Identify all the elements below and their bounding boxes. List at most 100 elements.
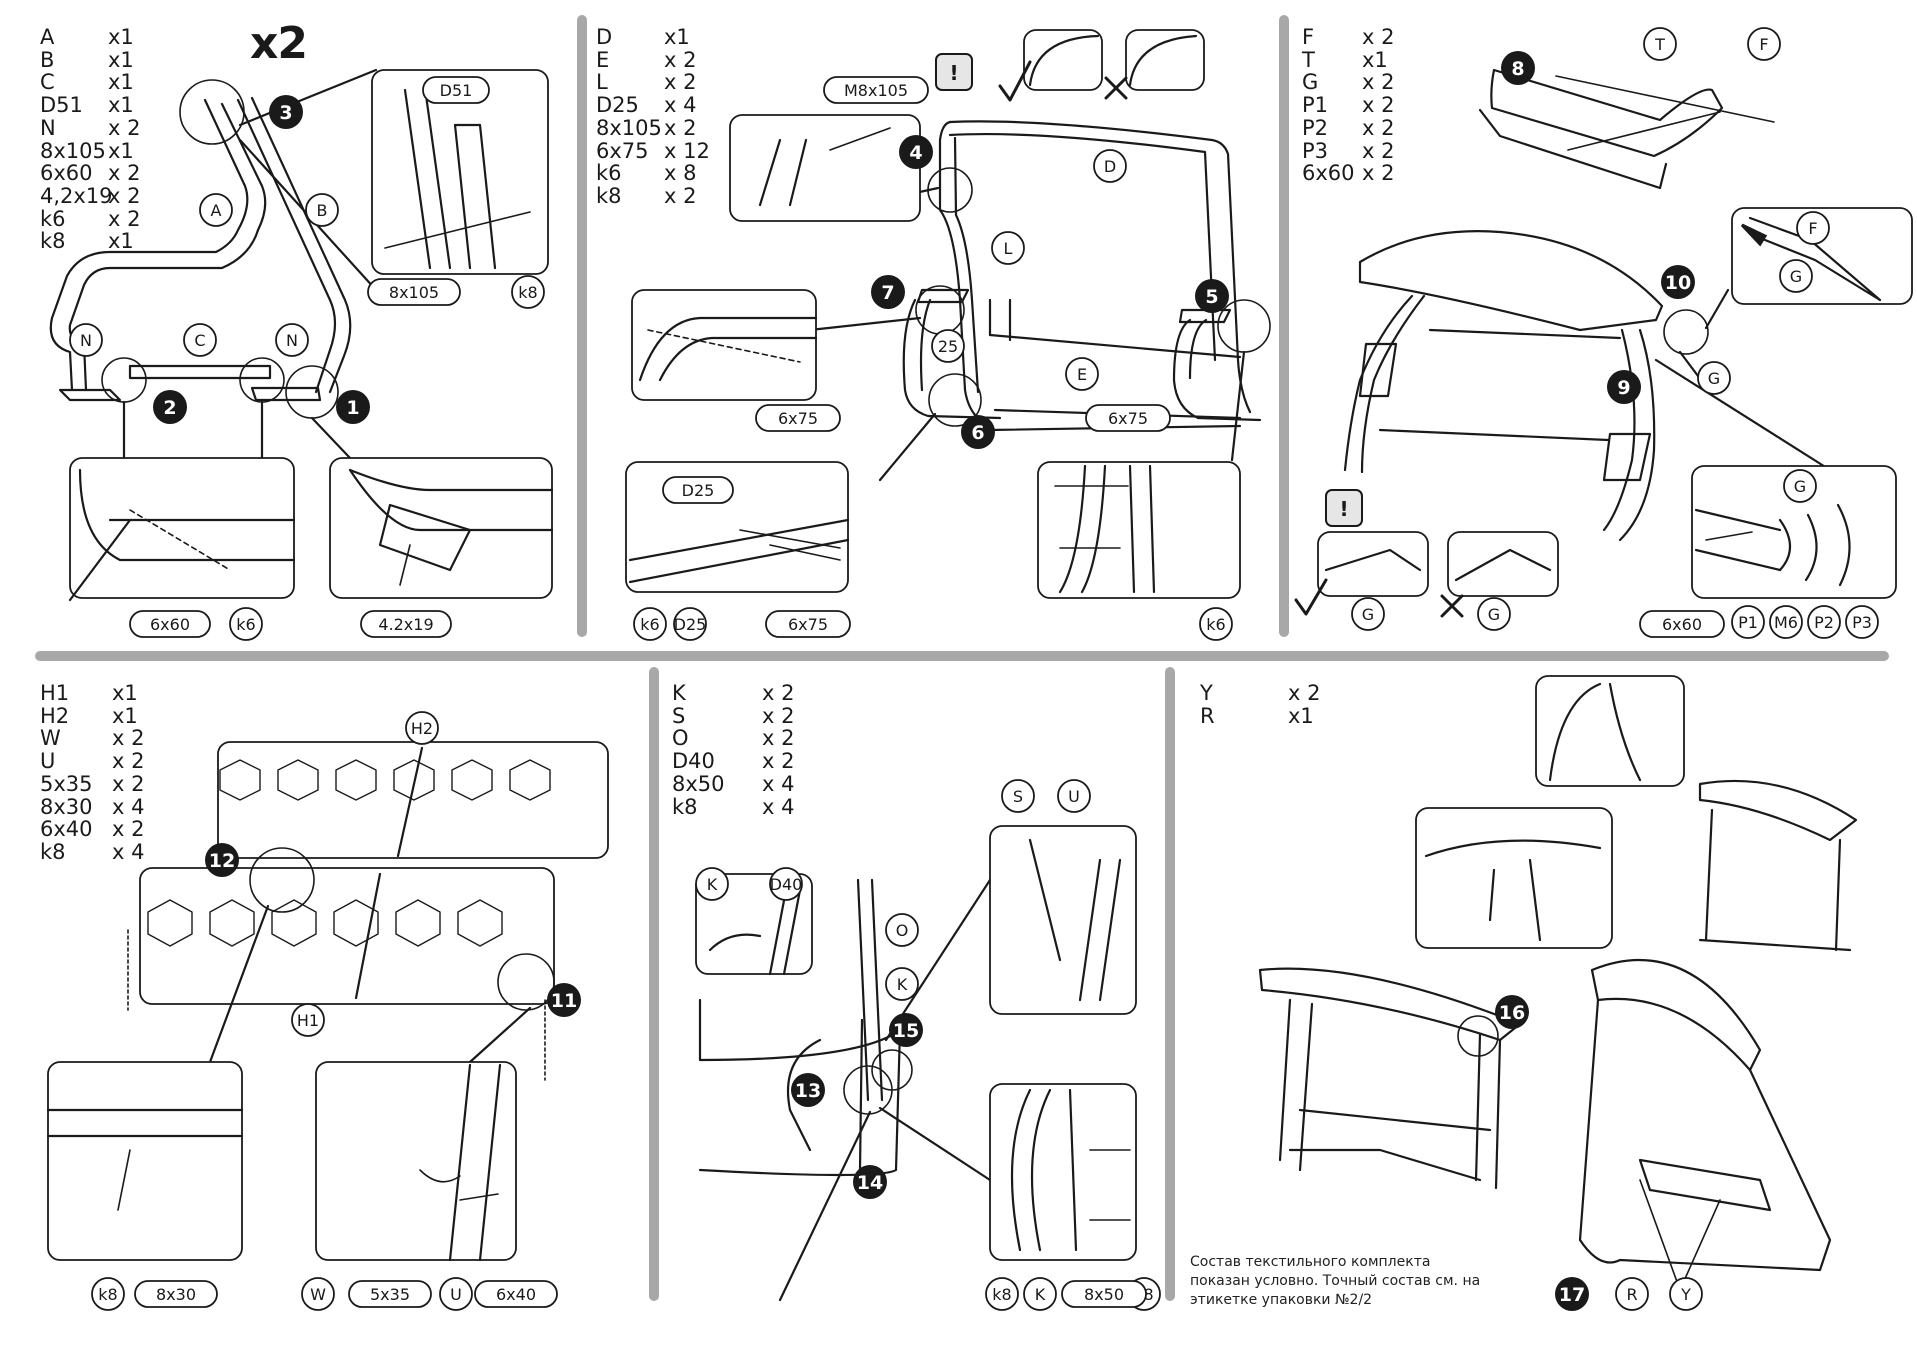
chain-detail (1028, 838, 1122, 1002)
foot-n (58, 388, 122, 402)
label-k8: k8 (992, 1285, 1011, 1304)
step-3-badge (269, 95, 303, 129)
part-qty: x1 (1362, 47, 1388, 72)
zoom-circle (927, 167, 973, 213)
label-G: G (1708, 369, 1720, 388)
tube-detail (46, 1108, 244, 1138)
step-17-number: 17 (1559, 1284, 1585, 1306)
label-k6-circle (1199, 607, 1233, 641)
label-Y: Y (1680, 1285, 1691, 1304)
step-12-badge (205, 843, 239, 877)
pill-6x40: 6x40 (496, 1285, 536, 1304)
part-qty: x 2 (108, 115, 141, 140)
label-D25: D25 (674, 615, 707, 634)
detail-box-step4 (729, 114, 921, 222)
part-code: A (40, 25, 55, 49)
label-S: S (1013, 787, 1023, 806)
frame-tube-b (250, 96, 352, 394)
pill-4.2x19: 4.2x19 (378, 615, 433, 634)
spring-mesh (509, 759, 551, 801)
spring-mesh (209, 899, 255, 947)
textile-note: Состав текстильного комплекта показан ус… (1190, 1254, 1481, 1308)
rod-f (1555, 75, 1775, 151)
part-qty: x1 (664, 25, 690, 49)
step-10-badge (1661, 265, 1695, 299)
part-code: k6 (40, 206, 66, 231)
pill-6x75-frame (755, 404, 841, 432)
step-3-number: 3 (279, 102, 292, 124)
step-16-badge (1495, 995, 1529, 1029)
label-H2-circle (405, 711, 439, 745)
pill-D51: D51 (440, 81, 473, 100)
pill-8x30-frame (134, 1280, 218, 1308)
step-2-number: 2 (163, 397, 176, 419)
detail-box-K-8x50 (989, 1083, 1137, 1261)
crossbar (1378, 328, 1622, 442)
canopy-t (1478, 108, 1668, 190)
step-2-badge (153, 390, 187, 424)
bolt-6x60 (1705, 531, 1753, 541)
step-5-number: 5 (1205, 286, 1218, 308)
chain (127, 929, 546, 1081)
line-art (878, 412, 937, 482)
label-K: K (707, 875, 718, 894)
tube-detail (1010, 1088, 1078, 1252)
part-code: k8 (40, 839, 66, 864)
detail-box-step1 (329, 457, 553, 599)
step-12-number: 12 (209, 850, 235, 872)
detail-box-step11 (315, 1061, 517, 1261)
detail-box-step16 (1415, 807, 1613, 949)
step-11-number: 11 (551, 990, 577, 1012)
label-D-circle (1093, 149, 1127, 183)
label-G-circle (1697, 361, 1731, 395)
tube-end (758, 138, 808, 207)
line-art (1230, 350, 1246, 462)
warning-icon (1325, 489, 1363, 527)
detail-box-step5 (1037, 461, 1241, 599)
part-code: D25 (596, 93, 639, 118)
zoom-circle (1457, 1015, 1499, 1057)
part-code: P1 (1302, 93, 1329, 118)
canopy-t (1490, 68, 1724, 158)
frame-detail (1424, 839, 1602, 942)
part-code: 6x60 (1302, 161, 1355, 186)
tube-detail (1058, 464, 1156, 594)
label-K-circle (1023, 1277, 1057, 1311)
label-Y-circle (1669, 1277, 1703, 1311)
part-qty: x1 (112, 681, 138, 705)
bolt-8x50 (1089, 1149, 1131, 1221)
label-C: C (194, 331, 205, 350)
step-13-badge (791, 1073, 825, 1107)
pill-6x60-frame (129, 610, 211, 638)
part-qty: x 2 (112, 771, 145, 796)
arm-k (786, 1018, 864, 1172)
step-9-badge (1607, 370, 1641, 404)
label-D40: D40 (770, 875, 803, 894)
label-G: G (1362, 605, 1374, 624)
detail-box-S-U (989, 825, 1137, 1015)
label-P3: P3 (1852, 613, 1872, 632)
spring-mesh (219, 759, 261, 801)
step-13-number: 13 (795, 1080, 821, 1102)
spring-w (419, 1169, 461, 1183)
label-U-circle (1057, 779, 1091, 813)
tube-detail (628, 518, 850, 584)
pill-4.2x19-frame (360, 610, 452, 638)
warning-icon (935, 53, 973, 91)
part-code: U (40, 749, 56, 774)
foot-n (250, 386, 322, 402)
step-7-number: 7 (881, 282, 894, 304)
line-art (808, 316, 922, 332)
